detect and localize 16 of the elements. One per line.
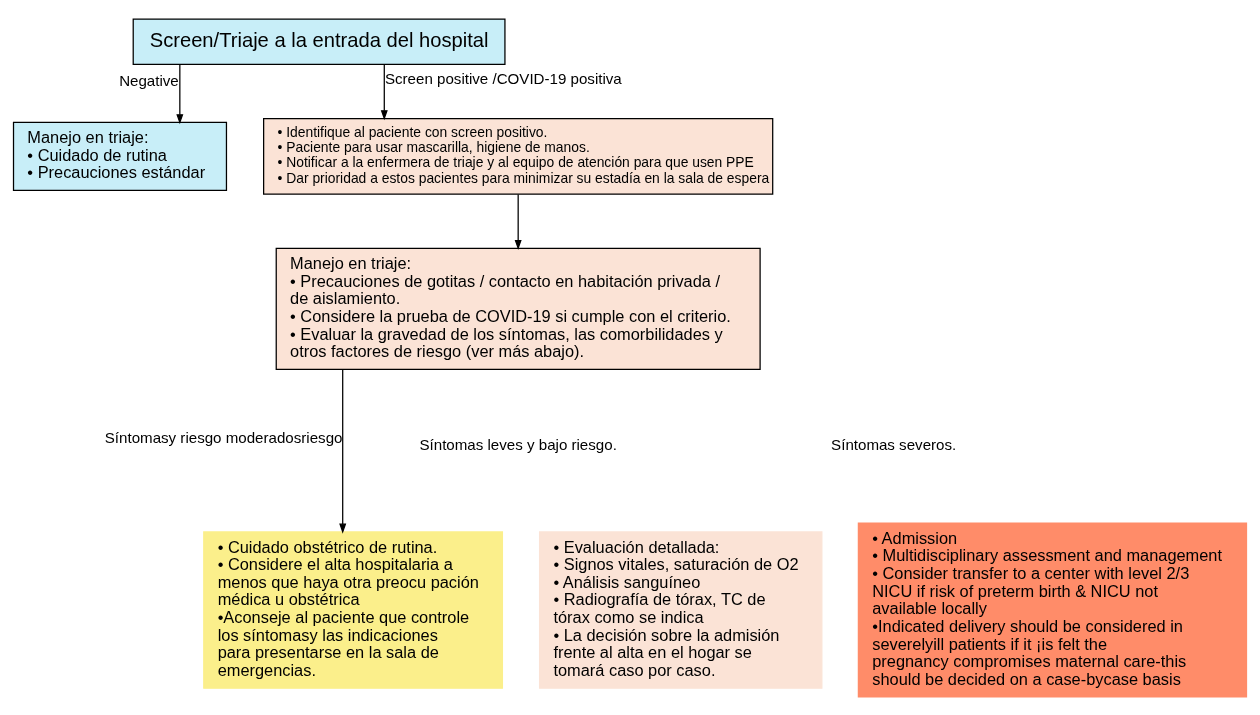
label: Síntomas leves y bajo riesgo. (419, 435, 617, 453)
edge-label: Screen positive /COVID-19 positiva (384, 69, 622, 87)
node-box: • Evaluación detallada: • Signos vitales, saturación de O2 • Análisis sanguíneo • Radiografía de tórax, TC de tórax como se indica • La decisión sobre la admisión frente al alta en el hogar se tomará caso por caso. (538, 530, 823, 689)
arrow (380, 63, 388, 120)
edge-label: Negative (119, 71, 179, 89)
edge-label: Síntomasy riesgo moderadosriesgo (104, 428, 343, 446)
arrow (176, 63, 184, 124)
node-box: • Cuidado obstétrico de rutina. • Considere el alta hospitalaria a menos que haya otra preocu pación médica u obstétrica •Aconseje al paciente que controle los síntomasy las indicaciones para presentarse en la sala de emergencias. (203, 530, 504, 689)
node-box: • Identifique al paciente con screen positivo. • Paciente para usar mascarilla, higiene de manos. • Notificar a la enfermera de triaje y al equipo de atención para que usen PPE • Dar prioridad a estos pacientes para minimizar su estadía en la sala de espera (263, 117, 774, 195)
node-box: Manejo en triaje: • Cuidado de rutina • Precauciones estándar (12, 121, 228, 191)
node-box: Screen/Triaje a la entrada del hospital (132, 17, 506, 65)
arrow (339, 368, 347, 534)
node-box: Manejo en triaje: • Precauciones de gotitas / contacto en habitación privada / de aislamiento. • Considere la prueba de COVID-19 si cumple con el criterio. • Evaluar la gravedad de los síntomas, las comorbilidades y otros factores de riesgo (ver más abajo). (275, 247, 761, 370)
label: Síntomas severos. (831, 435, 957, 453)
node-box: • Admission • Multidisciplinary assessment and management • Consider transfer to a center with level 2/3 NICU if risk of preterm birth & NICU not available locally •Indicated delivery should be considered in severelyill patients if it ¡is felt the pregnancy compromises maternal care-this should be decided on a case-bycase basis (857, 521, 1248, 698)
arrow (514, 193, 522, 250)
